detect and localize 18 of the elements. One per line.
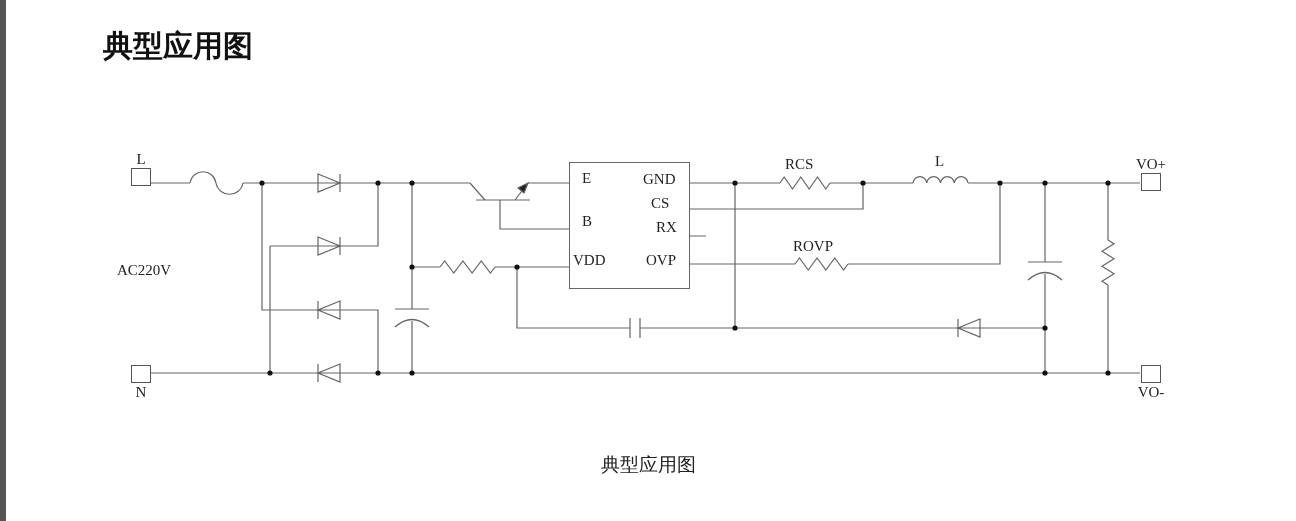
pin-label: OVP — [646, 252, 676, 269]
component-label: RCS — [785, 156, 814, 173]
terminal-label: VO- — [1137, 383, 1165, 401]
voltage-label: AC220V — [117, 262, 172, 279]
terminal-label: L — [136, 150, 146, 168]
title: 典型应用图 — [103, 27, 253, 65]
ic-chip — [569, 162, 690, 289]
component-label: L — [935, 153, 945, 170]
pin-label: RX — [656, 219, 677, 236]
pin-label: E — [582, 170, 592, 187]
pin-label: VDD — [573, 252, 606, 269]
pin-label: GND — [643, 171, 676, 188]
component-label: ROVP — [793, 238, 833, 255]
terminal-label: VO+ — [1135, 155, 1167, 173]
terminal-label: N — [135, 383, 147, 401]
pin-label: B — [582, 213, 592, 230]
caption: 典型应用图 — [599, 453, 697, 477]
pin-label: CS — [651, 195, 670, 212]
